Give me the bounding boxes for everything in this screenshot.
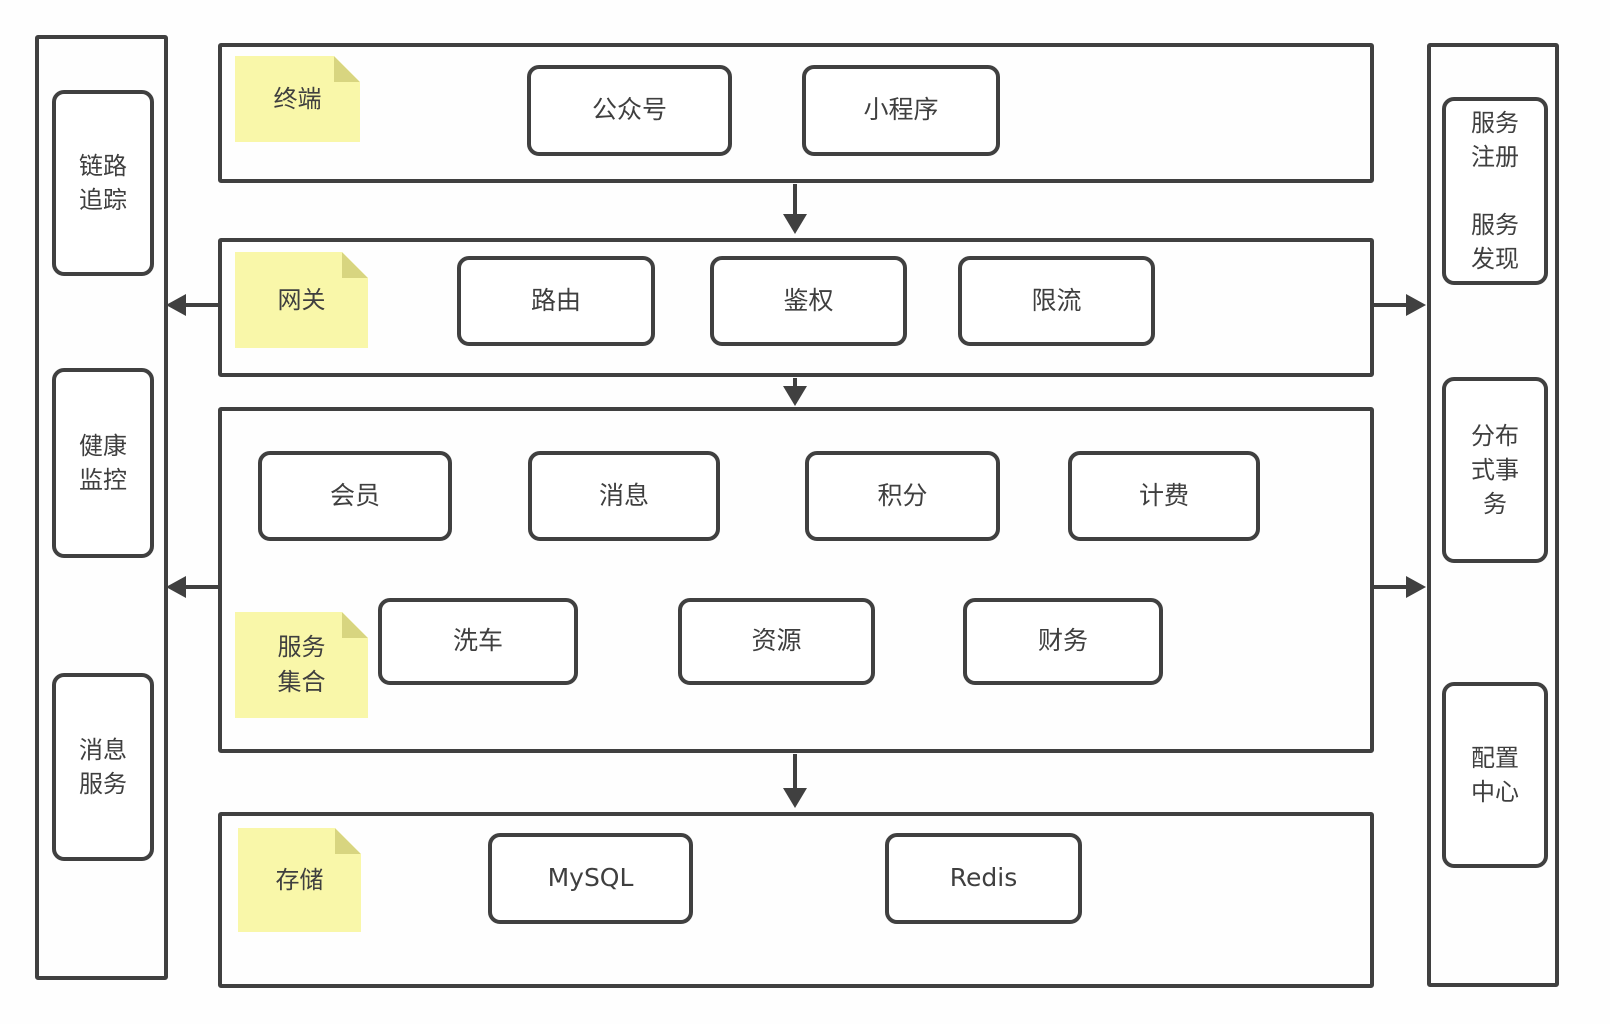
band-storage [218,812,1374,988]
node-service-registry-discovery: 服务 注册 服务 发现 [1442,97,1548,285]
node-mysql: MySQL [488,833,693,924]
node-distributed-transaction: 分布 式事 务 [1442,377,1548,563]
right-sidebar [1427,43,1559,987]
arrow-line [1374,303,1408,307]
sticky-service-collection: 服务 集合 [235,612,368,718]
arrow-line [793,378,797,388]
left-sidebar [35,35,168,980]
arrow-line [793,184,797,216]
node-auth: 鉴权 [710,256,907,346]
sticky-gateway: 网关 [235,252,368,348]
node-resource: 资源 [678,598,875,685]
arrow-head-left [166,294,186,316]
node-finance: 财务 [963,598,1163,685]
node-link-tracing: 链路 追踪 [52,90,154,276]
node-billing: 计费 [1068,451,1260,541]
node-routing: 路由 [457,256,655,346]
arrow-line [793,754,797,790]
arrow-head-down [783,386,807,406]
band-gateway [218,238,1374,377]
arrow-head-down [783,214,807,234]
arrow-line [184,585,218,589]
sticky-terminal: 终端 [235,56,360,142]
node-official-account: 公众号 [527,65,732,156]
arrow-head-right [1406,294,1426,316]
arrow-head-down [783,788,807,808]
arrow-line [184,303,218,307]
node-redis: Redis [885,833,1082,924]
node-health-monitoring: 健康 监控 [52,368,154,558]
node-mini-program: 小程序 [802,65,1000,156]
node-message-service: 消息 服务 [52,673,154,861]
arrow-head-right [1406,576,1426,598]
arrow-line [1374,585,1408,589]
arrow-head-left [166,576,186,598]
node-points: 积分 [805,451,1000,541]
node-message: 消息 [528,451,720,541]
node-config-center: 配置 中心 [1442,682,1548,868]
node-car-wash: 洗车 [378,598,578,685]
sticky-storage: 存储 [238,828,361,932]
node-member: 会员 [258,451,452,541]
band-terminal [218,43,1374,183]
band-services [218,407,1374,753]
node-rate-limit: 限流 [958,256,1155,346]
